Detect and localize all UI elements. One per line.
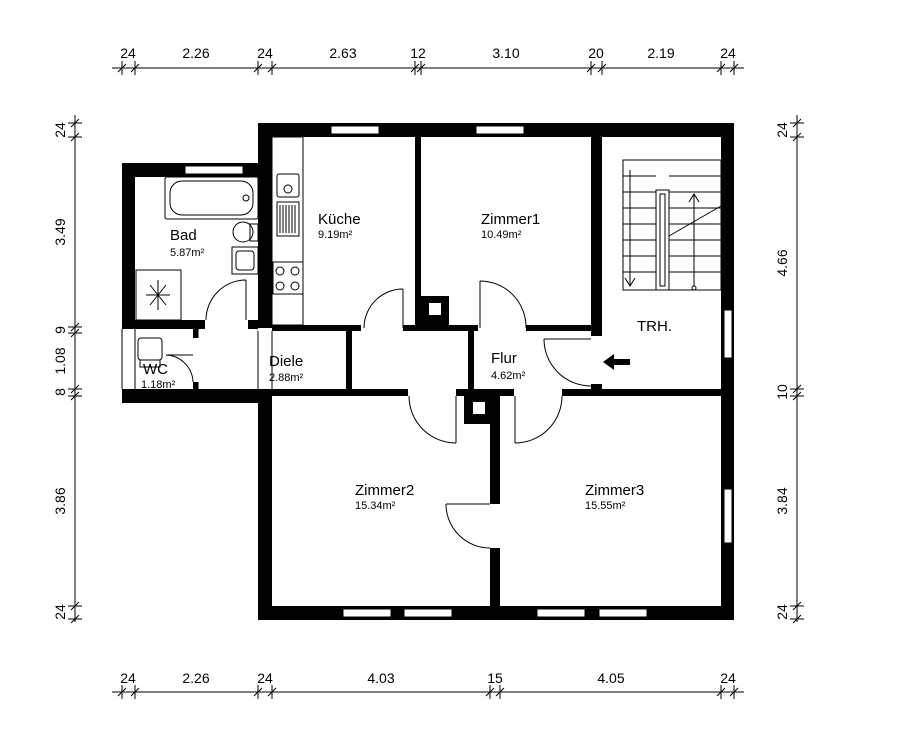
dim-right-3: 3.84 [774, 487, 790, 514]
dimension-lines [74, 67, 798, 693]
room-area-kueche: 9.19m² [318, 229, 353, 241]
room-name-zimmer3: Zimmer3 [585, 482, 644, 499]
room-name-diele: Diele [269, 353, 303, 370]
entry-arrow-icon [603, 354, 630, 370]
toilet-bad [232, 221, 259, 243]
dim-left-6: 24 [52, 604, 68, 620]
room-area-flur: 4.62m² [491, 370, 526, 382]
dim-top-1: 2.26 [182, 45, 209, 61]
dim-bottom-1: 2.26 [182, 670, 209, 686]
dim-top-5: 3.10 [492, 45, 519, 61]
dim-bottom-3: 4.03 [367, 670, 394, 686]
room-name-trh: TRH. [637, 318, 672, 335]
dim-bottom-2: 24 [257, 670, 273, 686]
room-name-flur: Flur [491, 350, 517, 367]
dim-top-4: 12 [410, 45, 426, 61]
dim-top-0: 24 [120, 45, 136, 61]
dim-right-1: 4.66 [774, 249, 790, 276]
door-openings [121, 319, 603, 548]
dim-left-5: 3.86 [52, 487, 68, 514]
dim-top-6: 20 [588, 45, 604, 61]
dim-left-1: 3.49 [52, 218, 68, 245]
dim-left-4: 8 [52, 388, 68, 396]
room-area-zimmer2: 15.34m² [355, 500, 396, 512]
room-area-wc: 1.18m² [141, 379, 176, 391]
dim-left-0: 24 [52, 122, 68, 138]
bathtub [164, 176, 259, 220]
windows [123, 125, 733, 618]
dim-right-4: 24 [774, 604, 790, 620]
room-name-wc: WC [143, 361, 168, 378]
sink-bad [231, 246, 259, 275]
dim-top-8: 24 [720, 45, 736, 61]
room-name-zimmer2: Zimmer2 [355, 482, 414, 499]
dim-bottom-0: 24 [120, 670, 136, 686]
dim-top-2: 24 [257, 45, 273, 61]
door-swings [165, 279, 592, 549]
dimension-ticks [68, 61, 804, 699]
shower-tray [135, 269, 182, 321]
room-name-zimmer1: Zimmer1 [481, 211, 540, 228]
dim-bottom-4: 15 [487, 670, 503, 686]
dim-left-3: 1.08 [52, 347, 68, 374]
dim-right-0: 24 [774, 122, 790, 138]
room-name-bad: Bad [170, 227, 197, 244]
bottom-dimensions: 24 2.26 24 4.03 15 4.05 24 [120, 670, 736, 686]
dim-top-3: 2.63 [329, 45, 356, 61]
room-labels: Bad 5.87m² Küche 9.19m² Zimmer1 10.49m² … [141, 211, 672, 512]
kitchen-counter [271, 136, 304, 326]
room-area-zimmer3: 15.55m² [585, 500, 626, 512]
room-area-bad: 5.87m² [170, 247, 205, 259]
room-area-diele: 2.88m² [269, 372, 304, 384]
staircase [622, 159, 722, 291]
dim-bottom-5: 4.05 [597, 670, 624, 686]
chimney-inner [429, 303, 485, 414]
dim-top-7: 2.19 [647, 45, 674, 61]
left-dimensions: 24 3.49 9 1.08 8 3.86 24 [52, 122, 68, 620]
dim-left-2: 9 [52, 326, 68, 334]
dim-bottom-6: 24 [720, 670, 736, 686]
room-name-kueche: Küche [318, 211, 361, 228]
top-dimensions: 24 2.26 24 2.63 12 3.10 20 2.19 24 [120, 45, 736, 61]
right-dimensions: 24 4.66 10 3.84 24 [774, 122, 790, 620]
walls [122, 123, 734, 620]
dim-right-2: 10 [774, 384, 790, 400]
room-area-zimmer1: 10.49m² [481, 229, 522, 241]
wc-fixtures [137, 337, 163, 368]
opening-jambs [121, 329, 273, 389]
